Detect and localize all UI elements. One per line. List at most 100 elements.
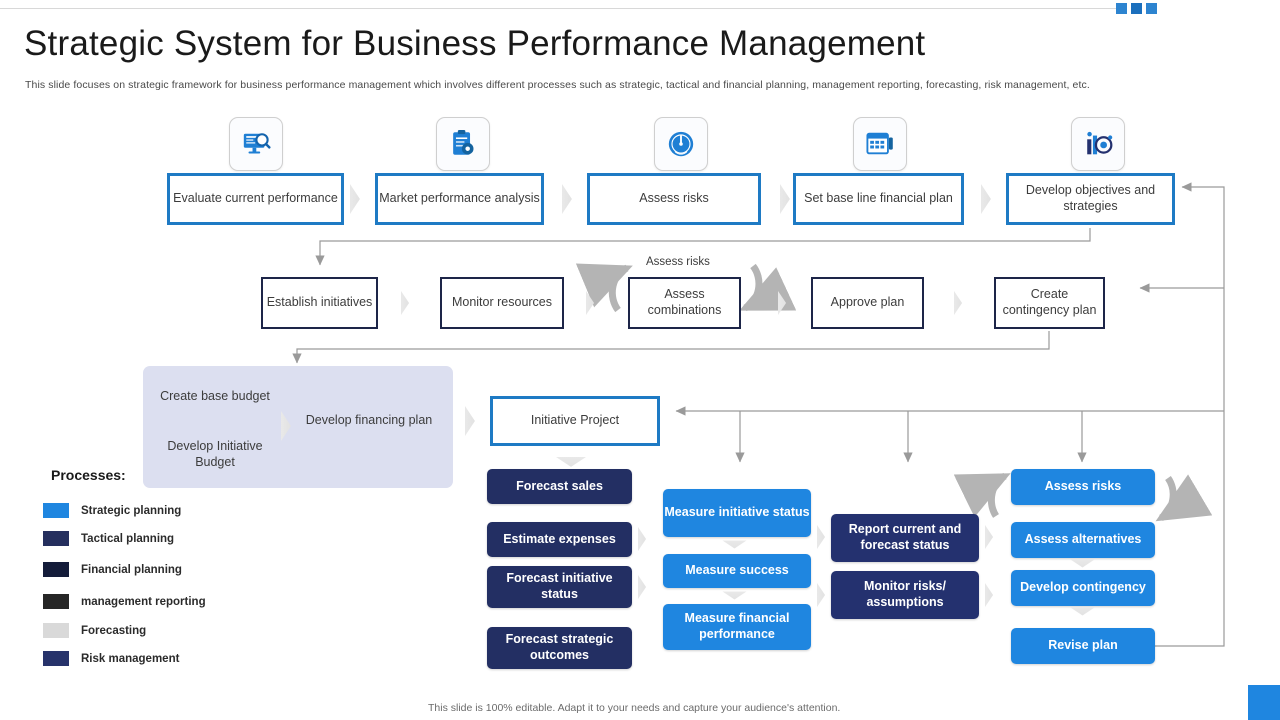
- legend-label: Financial planning: [81, 563, 182, 576]
- legend-item-risk-management: Risk management: [43, 651, 179, 666]
- chevron-right-icon-6: [586, 291, 595, 315]
- legend-label: Forecasting: [81, 624, 147, 637]
- box-label: Initiative Project: [530, 413, 620, 428]
- legend-label: management reporting: [81, 595, 206, 608]
- pill-report-current-and-forecast-status[interactable]: Report current and forecast status: [831, 514, 979, 562]
- pill-forecast-strategic-outcomes[interactable]: Forecast strategic outcomes: [487, 627, 632, 669]
- process-box-set-base-line-financial-plan[interactable]: Set base line financial plan: [793, 173, 964, 225]
- clipboard-gear-icon: [436, 117, 490, 171]
- legend-swatch: [43, 594, 69, 609]
- legend-label: Tactical planning: [81, 532, 175, 545]
- legend-label: Strategic planning: [81, 504, 182, 517]
- chevron-right-icon-4: [981, 184, 991, 214]
- pill-label: Assess risks: [1044, 479, 1122, 494]
- chevron-right-icon-8: [954, 291, 963, 315]
- legend-swatch: [43, 651, 69, 666]
- page-subtitle: This slide focuses on strategic framewor…: [25, 79, 1090, 91]
- pill-label: Assess alternatives: [1024, 532, 1142, 547]
- dot-2: [1131, 3, 1142, 14]
- pill-revise-plan[interactable]: Revise plan: [1011, 628, 1155, 664]
- legend-item-tactical-planning: Tactical planning: [43, 531, 174, 546]
- pill-label: Revise plan: [1048, 638, 1118, 653]
- process-box-assess-risks[interactable]: Assess risks: [587, 173, 761, 225]
- chevron-right-icon-13: [817, 525, 826, 549]
- chevron-right-icon-16: [985, 583, 994, 607]
- chevron-down-icon-5: [1071, 608, 1095, 621]
- budget-panel: [143, 366, 453, 488]
- pill-measure-initiative-status[interactable]: Measure initiative status: [663, 489, 811, 537]
- chevron-right-icon-14: [817, 583, 826, 607]
- chevron-right-icon-10: [465, 406, 475, 436]
- process-box-approve-plan[interactable]: Approve plan: [811, 277, 924, 329]
- monitor-search-icon: [229, 117, 283, 171]
- pill-monitor-risks-assumptions[interactable]: Monitor risks/ assumptions: [831, 571, 979, 619]
- dot-1: [1116, 3, 1127, 14]
- pill-forecast-initiative-status[interactable]: Forecast initiative status: [487, 566, 632, 608]
- chevron-right-icon-7: [778, 291, 787, 315]
- pill-forecast-sales[interactable]: Forecast sales: [487, 469, 632, 504]
- box-label: Monitor resources: [451, 295, 553, 310]
- pill-label: Develop contingency: [1020, 580, 1146, 595]
- pill-label: Estimate expenses: [503, 531, 616, 546]
- box-label: Approve plan: [830, 295, 905, 310]
- legend-swatch: [43, 503, 69, 518]
- corner-dots: [1116, 3, 1157, 14]
- chevron-down-icon-3: [723, 592, 747, 605]
- chevron-right-icon-1: [350, 184, 360, 214]
- header-rule: [0, 8, 1120, 9]
- process-box-monitor-resources[interactable]: Monitor resources: [440, 277, 564, 329]
- legend-item-strategic-planning: Strategic planning: [43, 503, 181, 518]
- pill-assess-risks[interactable]: Assess risks: [1011, 469, 1155, 505]
- box-label: Assess risks: [639, 191, 709, 206]
- chevron-right-icon-15: [985, 525, 994, 549]
- box-label: Evaluate current performance: [173, 191, 338, 206]
- page-title: Strategic System for Business Performanc…: [24, 24, 926, 63]
- legend-title: Processes:: [51, 467, 126, 483]
- box-label: Assess combinations: [647, 287, 722, 317]
- legend-label: Risk management: [81, 652, 180, 665]
- dot-3: [1146, 3, 1157, 14]
- legend-swatch: [43, 562, 69, 577]
- pill-estimate-expenses[interactable]: Estimate expenses: [487, 522, 632, 557]
- pill-label: Report current and forecast status: [848, 522, 962, 552]
- legend-swatch: [43, 531, 69, 546]
- pill-measure-financial-performance[interactable]: Measure financial performance: [663, 604, 811, 650]
- gauge-icon: [654, 117, 708, 171]
- pill-measure-success[interactable]: Measure success: [663, 554, 811, 588]
- budget-create-base-budget-label: Create base budget: [160, 389, 270, 404]
- assess-risks-arc-label: Assess risks: [646, 256, 710, 268]
- pill-label: Monitor risks/ assumptions: [864, 579, 946, 609]
- legend-item-financial-planning: Financial planning: [43, 562, 182, 577]
- process-box-develop-objectives-and-strategies[interactable]: Develop objectives and strategies: [1006, 173, 1175, 225]
- chevron-right-icon-12: [638, 575, 647, 599]
- process-box-market-performance-analysis[interactable]: Market performance analysis: [375, 173, 544, 225]
- pill-label: Measure initiative status: [664, 505, 810, 520]
- pill-develop-contingency[interactable]: Develop contingency: [1011, 570, 1155, 606]
- pill-label: Forecast sales: [516, 478, 603, 493]
- process-box-create-contingency-plan[interactable]: Create contingency plan: [994, 277, 1105, 329]
- pill-label: Measure success: [685, 563, 789, 578]
- legend-item-forecasting: Forecasting: [43, 623, 146, 638]
- chevron-down-icon-2: [723, 541, 747, 554]
- process-box-evaluate-current-performance[interactable]: Evaluate current performance: [167, 173, 344, 225]
- process-box-assess-combinations[interactable]: Assess combinations: [628, 277, 741, 329]
- box-label: Establish initiatives: [266, 295, 373, 310]
- chevron-right-icon-5: [401, 291, 410, 315]
- footer-note: This slide is 100% editable. Adapt it to…: [428, 702, 841, 714]
- budget-develop-initiative-budget-label: Develop Initiative Budget: [167, 439, 263, 469]
- box-label: Set base line financial plan: [804, 191, 953, 206]
- box-label: Develop objectives and strategies: [1025, 183, 1156, 213]
- pill-label: Measure financial performance: [684, 611, 790, 641]
- pill-label: Forecast initiative status: [506, 571, 613, 601]
- box-label: Market performance analysis: [379, 191, 540, 206]
- process-box-initiative-project[interactable]: Initiative Project: [490, 396, 660, 446]
- pill-assess-alternatives[interactable]: Assess alternatives: [1011, 522, 1155, 558]
- legend-swatch: [43, 623, 69, 638]
- pill-label: Forecast strategic outcomes: [505, 632, 614, 662]
- chevron-right-icon-3: [780, 184, 790, 214]
- bar-target-icon: [1071, 117, 1125, 171]
- process-box-establish-initiatives[interactable]: Establish initiatives: [261, 277, 378, 329]
- chevron-right-icon-11: [638, 527, 647, 551]
